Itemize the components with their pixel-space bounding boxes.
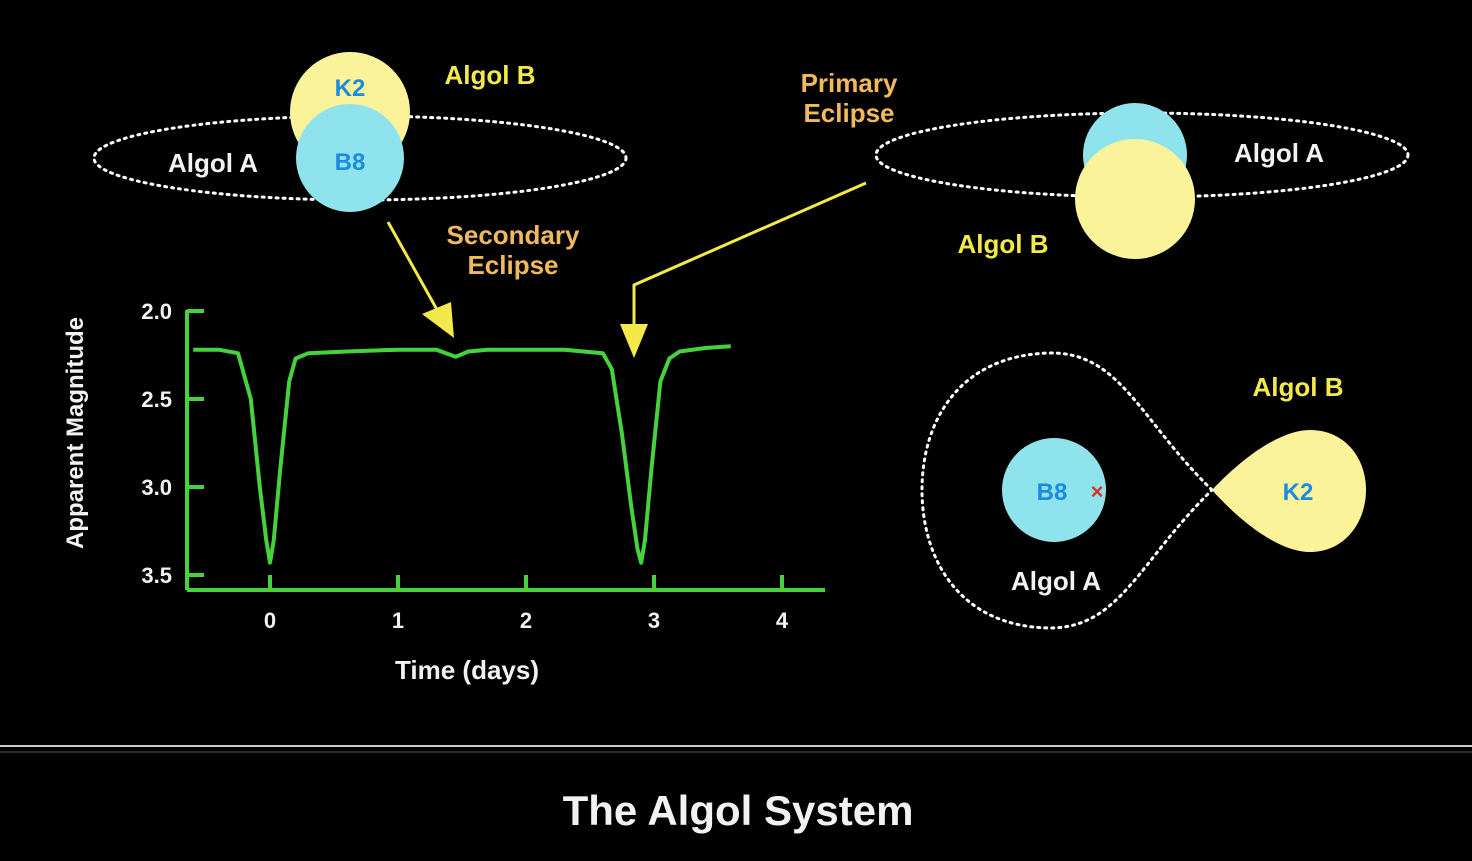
k2-label-roche: K2 — [1283, 479, 1314, 506]
secondary-eclipse-panel: K2 B8 Algol A Algol B Secondary Eclipse — [92, 52, 628, 338]
y-tick-label: 3.0 — [141, 475, 172, 500]
figure-title: The Algol System — [563, 787, 914, 834]
light-curve-chart: 2.0 2.5 3.0 3.5 0 1 2 3 4 Apparent Magnitude Ti… — [62, 299, 825, 685]
b8-star-roche — [1002, 438, 1106, 542]
y-tick-label: 2.0 — [141, 299, 172, 324]
primary-eclipse-arrow — [632, 181, 867, 330]
roche-lobe-panel: × B8 K2 Algol A Algol B — [920, 351, 1366, 630]
y-axis-label: Apparent Magnitude — [62, 317, 89, 549]
k2-star-front — [1075, 139, 1195, 259]
x-axis-label: Time (days) — [395, 655, 539, 685]
x-tick-label: 3 — [648, 608, 660, 633]
roche-lobe-dotted — [920, 351, 1215, 630]
secondary-eclipse-label-line1: Secondary — [447, 220, 580, 250]
y-tick-label: 3.5 — [141, 563, 172, 588]
algol-b-label-right: Algol B — [958, 229, 1049, 259]
k2-label-left: K2 — [335, 75, 366, 102]
y-ticks: 2.0 2.5 3.0 3.5 — [141, 299, 204, 588]
secondary-eclipse-arrowhead — [422, 302, 454, 338]
x-tick-label: 1 — [392, 608, 404, 633]
center-of-mass-marker: × — [1091, 479, 1104, 504]
primary-eclipse-panel: Primary Eclipse Algol A Algol B — [620, 68, 1410, 358]
b8-label-left: B8 — [335, 149, 366, 176]
k2-teardrop-star — [1212, 430, 1366, 552]
y-tick-label: 2.5 — [141, 387, 172, 412]
primary-eclipse-arrowhead — [620, 324, 648, 358]
algol-b-label-roche: Algol B — [1253, 372, 1344, 402]
b8-star-front — [296, 104, 404, 212]
algol-a-label-left: Algol A — [168, 148, 258, 178]
x-tick-label: 0 — [264, 608, 276, 633]
primary-eclipse-label-line2: Eclipse — [803, 98, 894, 128]
b8-label-roche: B8 — [1037, 479, 1068, 506]
light-curve-series — [193, 344, 731, 565]
primary-eclipse-label-line1: Primary — [801, 68, 898, 98]
secondary-eclipse-arrow — [386, 221, 442, 316]
x-ticks: 0 1 2 3 4 — [264, 575, 789, 633]
x-tick-label: 4 — [776, 608, 789, 633]
x-tick-label: 2 — [520, 608, 532, 633]
algol-a-label-roche: Algol A — [1011, 566, 1101, 596]
algol-b-label-left: Algol B — [445, 60, 536, 90]
secondary-eclipse-label-line2: Eclipse — [467, 250, 558, 280]
algol-a-label-right: Algol A — [1234, 138, 1324, 168]
